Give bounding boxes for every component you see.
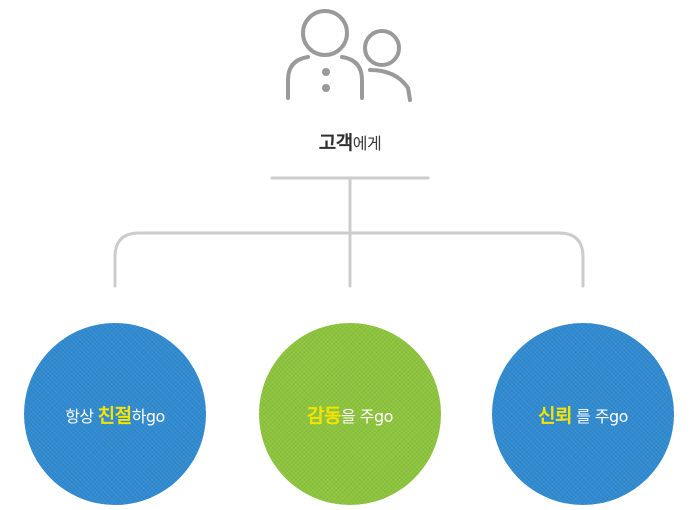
person-body-right: [368, 68, 412, 102]
root-label-strong: 고객: [318, 132, 353, 154]
button-dot-2: [322, 84, 330, 92]
branch-prefix: 항상: [65, 406, 94, 426]
branch-bracket: [113, 231, 585, 288]
person-body-left-arm: [286, 55, 310, 100]
branch-suffix: 를 주go: [575, 406, 628, 426]
root-label: 고객에게: [250, 128, 450, 155]
button-dot-1: [322, 68, 330, 76]
branch-circle-trust: 신뢰 를 주go: [492, 323, 674, 505]
people-icon: [286, 9, 412, 102]
branch-highlight: 신뢰: [538, 404, 572, 427]
branch-highlight: 친절: [97, 404, 132, 427]
branch-highlight: 감동: [307, 404, 341, 427]
person-head-left: [301, 9, 349, 57]
root-label-rest: 에게: [352, 134, 382, 153]
branch-suffix: 을 주go: [340, 406, 393, 426]
branch-suffix: 하go: [131, 406, 166, 426]
person-body-right-arm: [340, 55, 364, 100]
branch-text-trust: 신뢰 를 주go: [538, 401, 628, 428]
person-head-right: [363, 29, 401, 67]
